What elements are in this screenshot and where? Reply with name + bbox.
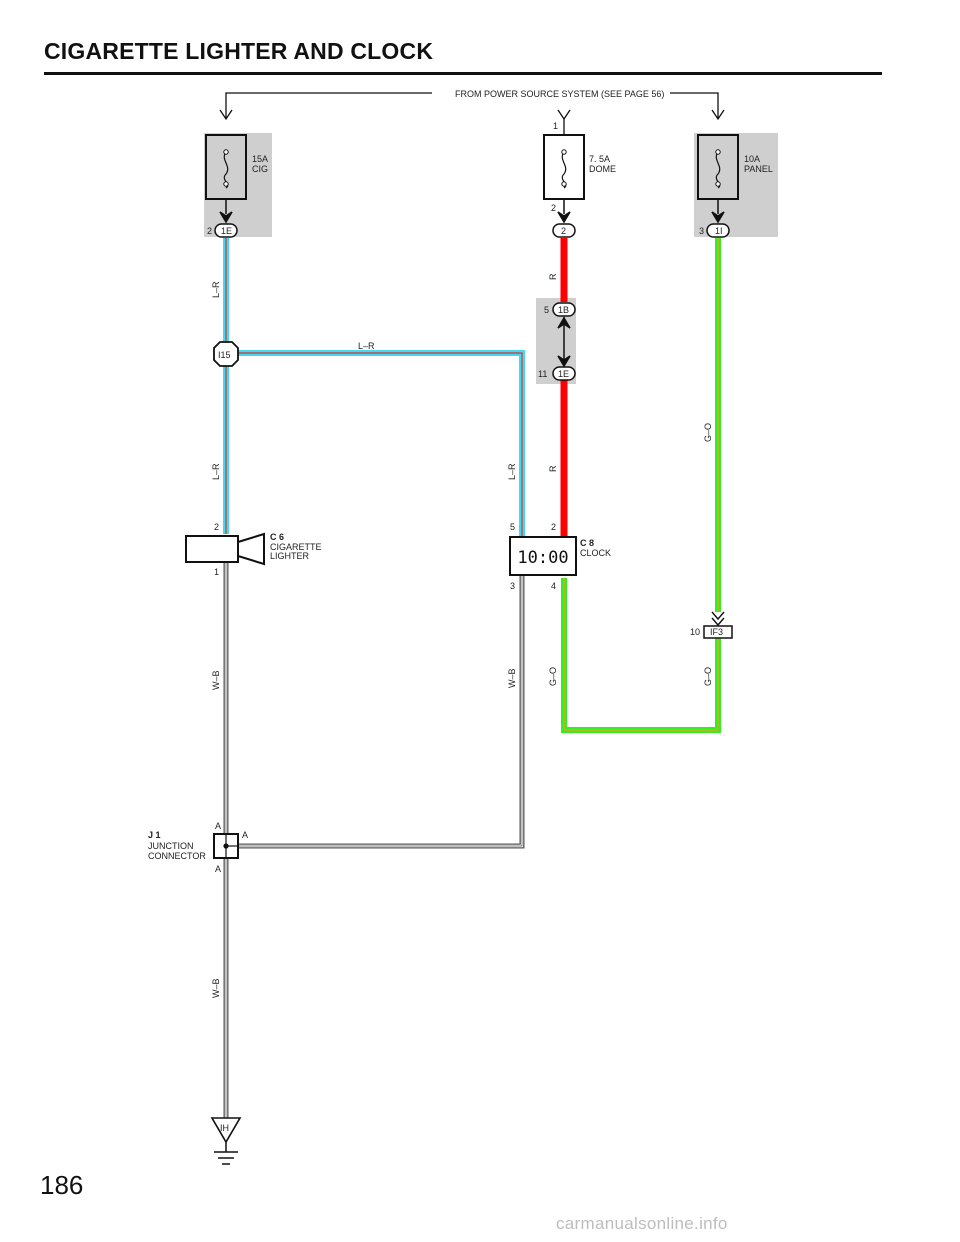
wire-label-go-upper: G–O	[703, 423, 713, 442]
clock: 10:00 C 8 CLOCK 5 2 3 4	[509, 522, 611, 591]
connector-if3-code: IF3	[710, 627, 723, 637]
connector-1i-panel: 1I 3	[699, 223, 730, 238]
junction-i15-code: I15	[218, 350, 231, 360]
connector-1b-dome: 1B 5	[544, 302, 576, 317]
junction-i15: I15	[213, 341, 239, 367]
power-source-label: FROM POWER SOURCE SYSTEM (SEE PAGE 56)	[455, 89, 664, 99]
wire-label-lr-upper: L–R	[211, 281, 221, 298]
lighter-label-line1: CIGARETTE	[270, 542, 322, 552]
page-title: CIGARETTE LIGHTER AND CLOCK	[44, 38, 434, 64]
wire-label-lr-horizontal: L–R	[358, 341, 375, 351]
watermark: carmanualsonline.info	[556, 1214, 728, 1233]
wire-label-r-upper: R	[548, 273, 558, 280]
fuse-cig-name: CIG	[252, 164, 268, 174]
clock-pin-bottom-right: 4	[551, 581, 556, 591]
j1-id: J 1	[148, 830, 161, 840]
wire-label-r-lower: R	[548, 465, 558, 472]
fuse-dome-name: DOME	[589, 164, 616, 174]
wire-label-wb-clock: W–B	[507, 668, 517, 688]
ground-ih-code: IH	[220, 1123, 229, 1133]
fuse-output-leads	[219, 199, 725, 224]
j1-pin-right: A	[242, 830, 248, 840]
fuse-panel-rating: 10A	[744, 154, 760, 164]
clock-pin-bottom-left: 3	[510, 581, 515, 591]
lighter-pin-bottom: 1	[214, 567, 219, 577]
connector-1e-dome-code: 1E	[558, 369, 569, 379]
fuse-dome-pin-top: 1	[553, 121, 558, 131]
panel-fuse-shade	[694, 133, 778, 237]
lighter-pin-top: 2	[214, 522, 219, 532]
j1-label-line1: JUNCTION	[148, 841, 194, 851]
cig-fuse-shade	[204, 133, 272, 237]
fuse-cig-rating: 15A	[252, 154, 268, 164]
j1-pin-bottom: A	[215, 864, 221, 874]
connector-1e-dome-pin: 11	[538, 369, 547, 379]
wire-label-go-lower-clock: G–O	[548, 667, 558, 686]
lighter-id: C 6	[270, 532, 284, 542]
wire-label-lr-lower-left: L–R	[211, 463, 221, 480]
connector-if3: IF3 10	[690, 611, 733, 639]
clock-pin-top-left: 5	[510, 522, 515, 532]
clock-id: C 8	[580, 538, 594, 548]
connector-1b-dome-pin: 5	[544, 305, 549, 315]
title-rule	[44, 72, 882, 75]
connector-2-dome-code: 2	[561, 226, 566, 236]
wire-label-lr-lower-right: L–R	[507, 463, 517, 480]
connector-1e-cig-code: 1E	[221, 226, 232, 236]
fuse-dome-pin-bottom: 2	[551, 203, 556, 213]
ground-icon	[214, 1142, 238, 1165]
page-number: 186	[40, 1170, 84, 1200]
fuse-dome-symbol	[543, 134, 585, 200]
fuse-panel-name: PANEL	[744, 164, 773, 174]
cigarette-lighter: C 6 CIGARETTE LIGHTER 2 1	[185, 522, 322, 577]
connector-1e-cig: 1E 2	[207, 223, 238, 238]
connector-1i-panel-code: 1I	[715, 226, 723, 236]
connector-1b-dome-code: 1B	[558, 305, 569, 315]
j1-pin-top: A	[215, 821, 221, 831]
dome-junction-link	[557, 316, 571, 368]
clock-pin-top-right: 2	[551, 522, 556, 532]
clock-name: CLOCK	[580, 548, 611, 558]
wire-go	[561, 238, 721, 733]
fuse-dome-rating: 7. 5A	[589, 154, 610, 164]
wire-label-go-lower-panel: G–O	[703, 667, 713, 686]
wire-label-wb-ground: W–B	[211, 978, 221, 998]
connector-if3-pin: 10	[690, 627, 700, 637]
ground-ih: IH	[210, 1117, 242, 1165]
junction-connector-j1: J 1 JUNCTION CONNECTOR A A A	[148, 821, 248, 874]
wire-lr	[223, 238, 525, 540]
wire-wb	[223, 562, 525, 1120]
j1-label-line2: CONNECTOR	[148, 851, 206, 861]
lighter-label-line2: LIGHTER	[270, 551, 310, 561]
connector-1i-panel-pin: 3	[699, 226, 704, 236]
fuse-cig-symbol	[205, 134, 247, 200]
power-source-feed	[219, 92, 725, 135]
wire-label-wb-lighter: W–B	[211, 670, 221, 690]
clock-display: 10:00	[517, 548, 568, 568]
connector-1e-cig-pin: 2	[207, 226, 212, 236]
connector-2-dome: 2	[552, 223, 576, 238]
connector-1e-dome: 1E 11	[538, 366, 576, 381]
